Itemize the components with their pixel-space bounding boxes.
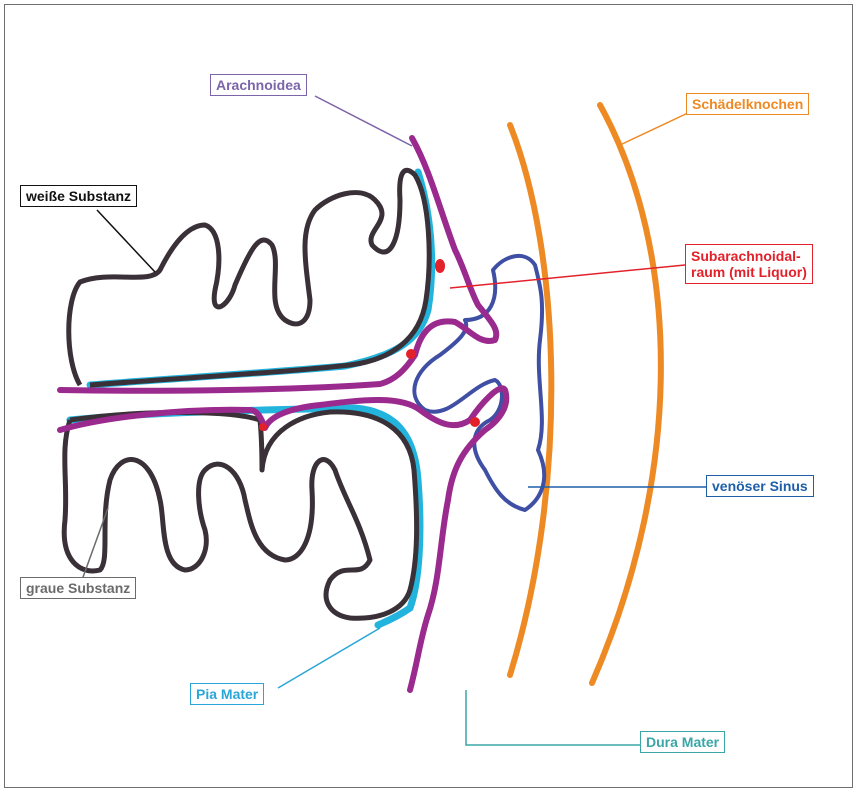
- liquor-dot: [470, 417, 480, 427]
- liquor-dot: [435, 259, 445, 273]
- pia-mater-leader: [277, 627, 381, 689]
- schaedelknochen-label: Schädelknochen: [686, 93, 810, 115]
- skull-bone-outer-arc: [589, 102, 664, 686]
- arachnoidea-leader: [314, 95, 413, 147]
- arachnoid-membrane-upper: [57, 135, 500, 394]
- dura-mater-leader: [465, 690, 640, 746]
- subarachnoidalraum-label-line1: Subarachnoidal-: [691, 248, 801, 264]
- subarachnoidalraum-label: Subarachnoidal- raum (mit Liquor): [685, 244, 813, 284]
- schaedelknochen-leader: [619, 111, 691, 146]
- skull-bone-inner-arc: [507, 122, 555, 678]
- cortex-upper: [66, 167, 432, 388]
- liquor-dot: [406, 349, 416, 359]
- diagram-frame: [4, 4, 853, 788]
- arachnoidea-label: Arachnoidea: [210, 74, 307, 96]
- liquor-dot: [259, 423, 267, 431]
- venous-sinus: [412, 254, 547, 512]
- dura-mater-label: Dura Mater: [640, 731, 726, 753]
- pia-mater-label: Pia Mater: [190, 683, 265, 705]
- subarachnoidal-leader: [449, 264, 686, 289]
- weisse-substanz-leader: [96, 209, 156, 273]
- graue-substanz-leader: [81, 507, 109, 581]
- graue-substanz-label: graue Substanz: [20, 577, 137, 599]
- arachnoid-membrane-lower: [57, 385, 510, 693]
- subarachnoidalraum-label-line2: raum (mit Liquor): [691, 264, 807, 280]
- venoeser-sinus-label: venöser Sinus: [706, 475, 814, 497]
- cortex-lower: [61, 409, 420, 621]
- weisse-substanz-label: weiße Substanz: [20, 185, 138, 207]
